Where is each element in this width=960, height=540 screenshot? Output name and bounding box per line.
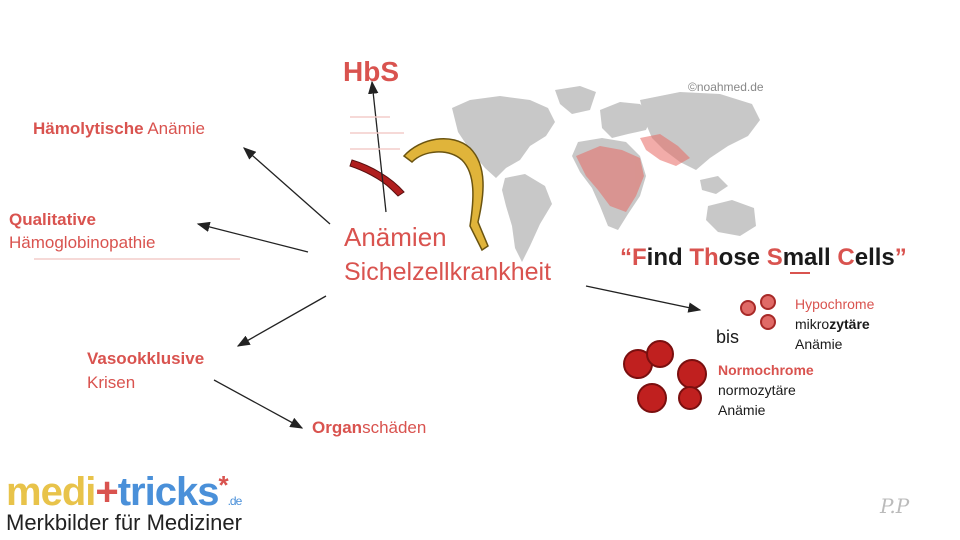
slogan-first-letter: S bbox=[766, 244, 783, 271]
slogan-word-rest: ells bbox=[854, 244, 895, 271]
sickle-handle bbox=[349, 159, 405, 197]
hypochrome-label: Hypochrome mikrozytäre Anämie bbox=[795, 294, 874, 354]
center-sichelzellkrankheit: Sichelzellkrankheit bbox=[344, 258, 552, 286]
hypo-line1: Hypochrome bbox=[795, 296, 875, 312]
sickle-illustration bbox=[349, 138, 489, 252]
arrow-to-cells bbox=[585, 285, 702, 313]
arrow-to-hbs bbox=[368, 80, 387, 213]
microcytic-cells bbox=[740, 294, 776, 330]
arrow-to-qualitativ bbox=[196, 221, 309, 253]
faint-bar bbox=[350, 132, 404, 134]
meditricks-logo: medi+tricks*.de bbox=[6, 470, 243, 515]
normo-line3: Anämie bbox=[718, 402, 766, 418]
bis-text: bis bbox=[716, 327, 740, 347]
branch-vaso-line2: Krisen bbox=[87, 373, 136, 392]
branch-qualitative: Qualitative Hämoglobinopathie bbox=[9, 208, 156, 254]
slogan-word-rest: ind bbox=[646, 244, 690, 271]
slogan-open-quote: “ bbox=[620, 244, 632, 271]
logo-plus: + bbox=[95, 470, 118, 514]
title-hbs: HbS bbox=[343, 56, 399, 87]
arrows bbox=[196, 80, 702, 429]
logo-medi: medi bbox=[6, 470, 96, 514]
branch-vasookklusive: Vasookklusive Krisen bbox=[87, 347, 204, 395]
branch-organschaeden: Organschäden bbox=[312, 418, 426, 438]
center-anaemien: Anämien bbox=[344, 222, 447, 252]
faint-bar bbox=[350, 116, 390, 118]
arrow-to-vaso bbox=[236, 295, 327, 347]
branch-organ-bold: Organ bbox=[312, 418, 363, 437]
slogan-first-letter: F bbox=[632, 244, 647, 271]
map-south-america bbox=[502, 174, 552, 262]
branch-organ-rest: schäden bbox=[362, 418, 427, 437]
copyright-text: ©noahmed.de bbox=[688, 80, 764, 94]
slogan-word-rest: mall bbox=[782, 244, 838, 271]
faint-bar bbox=[34, 258, 240, 260]
map-greenland bbox=[555, 86, 596, 114]
map-australia bbox=[706, 200, 756, 236]
hypo-line2: mikrozytäre bbox=[795, 314, 874, 334]
branch-vaso-line1: Vasookklusive bbox=[87, 349, 205, 368]
branch-qualitative-line1: Qualitative bbox=[9, 210, 96, 229]
faint-bar bbox=[350, 148, 400, 150]
signature: P.P bbox=[880, 494, 910, 518]
logo-subtitle: Merkbilder für Mediziner bbox=[6, 510, 242, 535]
normo-line1: Normochrome bbox=[718, 362, 814, 378]
sickle-blade bbox=[402, 138, 489, 252]
logo-tricks: tricks bbox=[117, 470, 220, 514]
branch-qualitative-line2: Hämoglobinopathie bbox=[9, 233, 156, 252]
slogan-first-letter: C bbox=[837, 244, 855, 271]
slogan-close-quote: ” bbox=[894, 244, 907, 271]
arrow-to-organ bbox=[213, 379, 304, 429]
branch-haemolytische-anaemie: Hämolytische Anämie bbox=[33, 119, 205, 139]
hypo-line2a: mikro bbox=[795, 316, 830, 332]
arrow-to-haemolytisch bbox=[243, 147, 331, 225]
branch-haemolytische-rest: Anämie bbox=[143, 119, 205, 138]
map-europe bbox=[600, 102, 652, 138]
branch-haemolytische-bold: Hämolytische bbox=[33, 119, 144, 138]
logo-de: .de bbox=[227, 494, 243, 508]
hypo-line3: Anämie bbox=[795, 336, 843, 352]
sickle-region-highlight bbox=[576, 134, 690, 212]
logo-star: * bbox=[218, 470, 228, 500]
slogan: “Find Those Small Cells” bbox=[620, 244, 907, 272]
normo-line2: normozytäre bbox=[718, 382, 796, 398]
normocytic-cells bbox=[623, 340, 707, 413]
map-se-asia bbox=[700, 176, 728, 194]
normochrome-label: Normochrome normozytäre Anämie bbox=[718, 360, 814, 420]
slogan-first-letter: Th bbox=[689, 244, 719, 271]
slogan-word-rest: ose bbox=[718, 244, 767, 271]
hypo-line2b: zytäre bbox=[829, 316, 870, 332]
